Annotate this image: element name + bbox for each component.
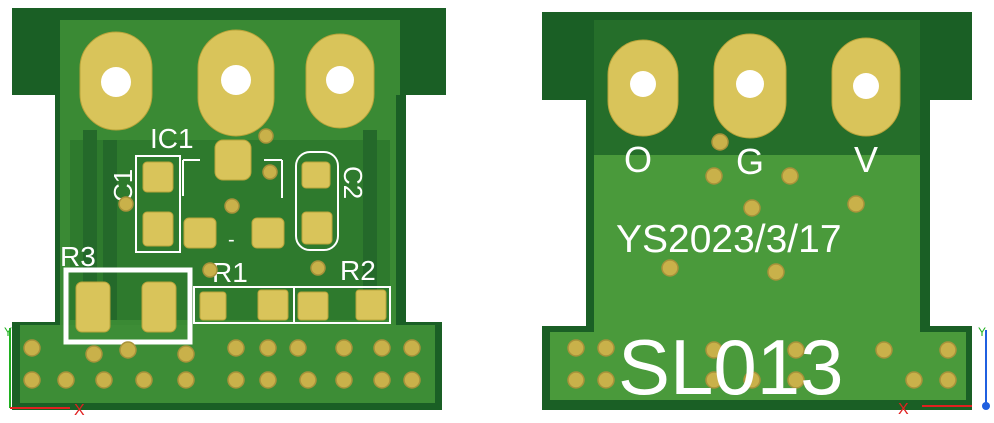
pad-c1-top xyxy=(142,161,174,193)
pad-ic1-top xyxy=(214,139,252,181)
via-group-top xyxy=(118,128,326,278)
label-r3: R3 xyxy=(60,241,96,272)
pad-c2-bottom xyxy=(301,211,333,245)
label-c2: C2 xyxy=(338,166,368,199)
pin-label-g: G xyxy=(736,141,764,182)
pin-pad-v xyxy=(831,37,901,137)
header-pad-2 xyxy=(197,29,275,137)
pin-pad-o xyxy=(607,39,679,137)
pin-pad-g xyxy=(713,33,787,139)
via-row-bottom xyxy=(567,339,957,389)
pcb-bottom-svg: O G V YS2023/3/17 xyxy=(542,12,990,418)
pad-c1-bottom xyxy=(142,211,174,247)
label-dash: - xyxy=(228,229,235,251)
axis-indicator: Y X xyxy=(4,325,85,419)
pad-c2-top xyxy=(301,161,331,189)
pcb-bottom-view: O G V YS2023/3/17 xyxy=(520,0,994,423)
label-c1: C1 xyxy=(108,169,138,202)
bottom-copper xyxy=(20,325,435,403)
label-r1: R1 xyxy=(212,257,248,288)
silk-c2 xyxy=(295,151,339,251)
pad-r1-right xyxy=(257,289,289,321)
via-group-center xyxy=(661,133,865,281)
silk-ic1 xyxy=(182,159,283,198)
pad-r1-left xyxy=(199,291,227,321)
axis-x-label: X xyxy=(898,401,909,418)
pin-label-v: V xyxy=(854,139,878,180)
pad-r2-left xyxy=(297,291,329,321)
pad-r3-left xyxy=(75,281,111,333)
model-text: SL013 xyxy=(618,323,844,411)
via-row-bottom xyxy=(23,339,421,389)
date-text: YS2023/3/17 xyxy=(616,218,842,261)
pad-r3-right xyxy=(141,281,177,333)
pin-label-o: O xyxy=(624,139,652,180)
header-pad-1 xyxy=(79,31,153,131)
pad-ic1-left xyxy=(183,217,217,249)
axis-y-label: Y xyxy=(4,325,12,339)
silk-c1 xyxy=(135,155,181,253)
silk-r2 xyxy=(293,286,391,324)
axis-indicator: X Y xyxy=(898,325,990,418)
pad-ic1-right xyxy=(251,217,285,249)
axis-y-label: Y xyxy=(978,325,986,339)
label-r2: R2 xyxy=(340,255,376,286)
axis-x-label: X xyxy=(74,402,85,419)
pcb-top-svg: IC1 C1 C2 R3 R1 R2 - xyxy=(4,8,446,419)
label-ic1: IC1 xyxy=(150,123,194,154)
pcb-top-view: IC1 C1 C2 R3 R1 R2 - xyxy=(0,0,460,423)
copper-pour xyxy=(550,150,966,400)
header-pad-3 xyxy=(305,33,375,129)
pad-r2-right xyxy=(355,289,387,321)
